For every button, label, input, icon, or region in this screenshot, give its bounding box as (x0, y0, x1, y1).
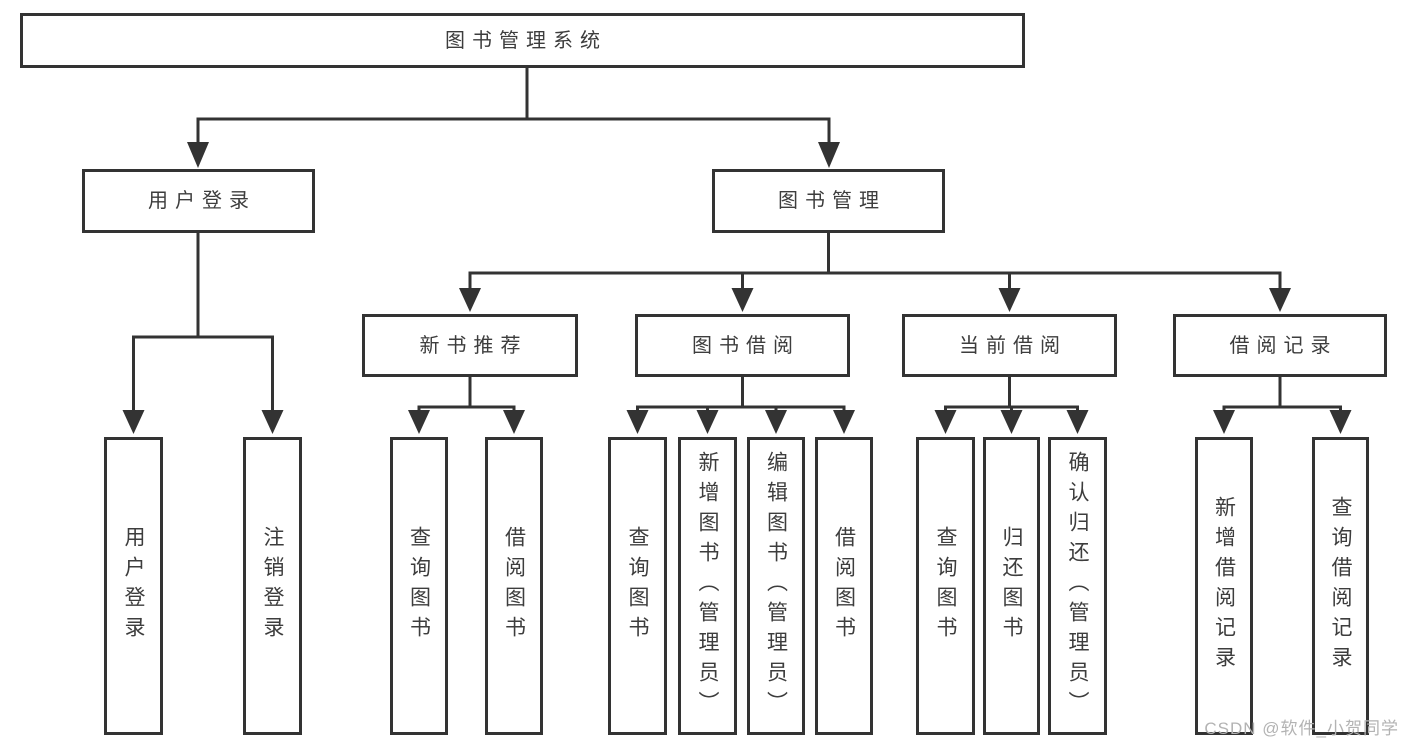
leaf-borrow-books-recommend-label: 借阅图书 (502, 526, 526, 646)
node-book-borrow-label: 图书借阅 (692, 334, 800, 357)
connector-book-borrow-children (626, 375, 855, 434)
node-current-borrow-label: 当前借阅 (959, 334, 1067, 357)
node-current-borrow: 当前借阅 (902, 314, 1117, 377)
node-root-system: 图书管理系统 (20, 13, 1025, 68)
leaf-borrow-books-label: 借阅图书 (832, 526, 856, 646)
arrowhead (261, 410, 284, 434)
arrowhead (818, 142, 840, 168)
connector-current-borrow-children (934, 375, 1089, 434)
arrowhead (833, 410, 855, 434)
leaf-edit-books-admin: 编辑图书（管理员） (747, 437, 805, 735)
leaf-confirm-return-admin: 确认归还（管理员） (1048, 437, 1107, 735)
arrowhead (459, 288, 481, 312)
leaf-query-books-borrow-label: 查询图书 (626, 526, 649, 646)
leaf-query-books-current: 查询图书 (916, 437, 975, 735)
leaf-query-books-current-label: 查询图书 (934, 526, 957, 646)
arrowhead (187, 142, 209, 168)
leaf-user-login: 用户登录 (104, 437, 163, 735)
leaf-query-books-recommend-label: 查询图书 (407, 526, 431, 646)
leaf-query-books-borrow: 查询图书 (608, 437, 667, 735)
node-book-management-label: 图书管理 (778, 190, 886, 212)
csdn-watermark: CSDN @软件_小贺同学 (1204, 719, 1399, 738)
node-user-login-label: 用户登录 (148, 190, 256, 212)
arrowhead (408, 410, 430, 434)
arrowhead (696, 410, 719, 434)
arrowhead (1269, 288, 1291, 312)
arrowhead (1066, 410, 1089, 434)
leaf-edit-books-admin-label: 编辑图书（管理员） (764, 451, 788, 721)
arrowhead (626, 410, 649, 434)
leaf-borrow-books-recommend: 借阅图书 (485, 437, 543, 735)
leaf-borrow-books: 借阅图书 (815, 437, 873, 735)
arrowhead (1000, 410, 1023, 434)
node-new-book-recommend-label: 新书推荐 (419, 334, 528, 357)
leaf-confirm-return-admin-label: 确认归还（管理员） (1066, 451, 1089, 721)
node-root-label: 图书管理系统 (445, 29, 607, 52)
leaf-return-books-label: 归还图书 (1000, 526, 1023, 646)
leaf-add-borrow-record: 新增借阅记录 (1195, 437, 1253, 735)
leaf-return-books: 归还图书 (983, 437, 1040, 735)
node-book-borrow: 图书借阅 (635, 314, 850, 377)
arrowhead (998, 288, 1021, 312)
node-book-management: 图书管理 (712, 169, 945, 233)
node-new-book-recommend: 新书推荐 (362, 314, 578, 377)
connector-new-book-children (408, 375, 525, 434)
node-borrow-records-label: 借阅记录 (1229, 334, 1338, 357)
leaf-query-borrow-record: 查询借阅记录 (1312, 437, 1369, 735)
node-borrow-records: 借阅记录 (1173, 314, 1387, 377)
arrowhead (122, 410, 145, 434)
leaf-add-books-admin-label: 新增图书（管理员） (696, 451, 719, 721)
leaf-add-borrow-record-label: 新增借阅记录 (1212, 496, 1236, 676)
arrowhead (731, 288, 754, 312)
node-user-login: 用户登录 (82, 169, 315, 233)
connector-book-management-children (459, 231, 1291, 312)
leaf-logout: 注销登录 (243, 437, 302, 735)
arrowhead (503, 410, 525, 434)
leaf-query-borrow-record-label: 查询借阅记录 (1329, 496, 1352, 676)
arrowhead (1329, 410, 1352, 434)
leaf-add-books-admin: 新增图书（管理员） (678, 437, 737, 735)
arrowhead (1213, 410, 1235, 434)
connector-borrow-records-children (1213, 375, 1352, 434)
arrowhead (765, 410, 787, 434)
connector-user-login-children (122, 231, 284, 434)
arrowhead (934, 410, 957, 434)
connector-root-to-branches (187, 66, 840, 168)
leaf-logout-label: 注销登录 (261, 526, 284, 646)
leaf-query-books-recommend: 查询图书 (390, 437, 448, 735)
leaf-user-login-label: 用户登录 (122, 526, 145, 646)
